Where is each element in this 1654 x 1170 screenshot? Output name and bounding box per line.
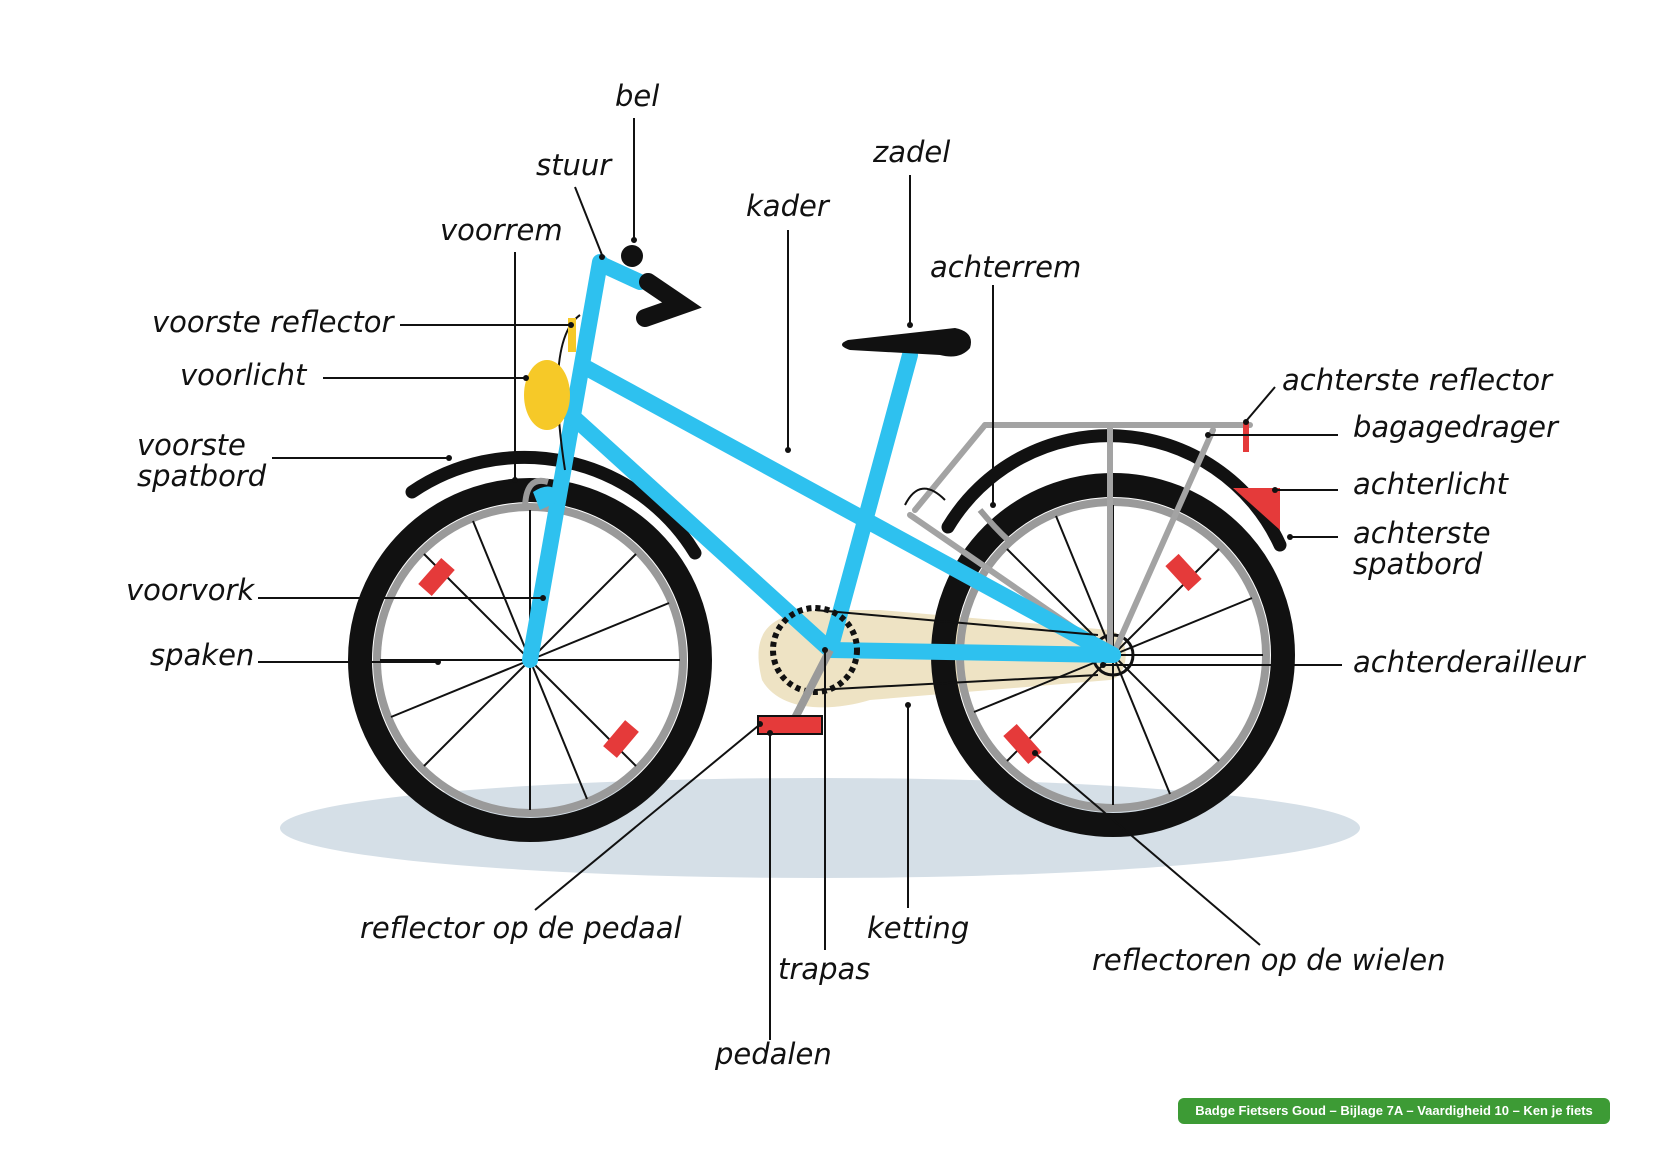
label-voorlicht: voorlicht bbox=[180, 358, 308, 392]
label-stuur: stuur bbox=[536, 148, 613, 182]
leader-lines bbox=[258, 118, 1342, 1040]
label-reflector-op-de-pedaal: reflector op de pedaal bbox=[360, 911, 682, 945]
label-kader: kader bbox=[746, 189, 831, 223]
rear-brake bbox=[977, 508, 1011, 543]
footer-badge: Badge Fietsers Goud – Bijlage 7A – Vaard… bbox=[1178, 1098, 1610, 1124]
label-trapas: trapas bbox=[778, 952, 870, 986]
chainring bbox=[770, 605, 860, 695]
label-reflectoren-op-de-wielen: reflectoren op de wielen bbox=[1092, 943, 1446, 977]
rear-reflector bbox=[1243, 422, 1249, 452]
label-zadel: zadel bbox=[872, 135, 950, 169]
label-achterrem: achterrem bbox=[930, 250, 1081, 284]
label-bel: bel bbox=[615, 79, 659, 113]
label-voorste-reflector: voorste reflector bbox=[152, 305, 396, 339]
rear-brake-cable bbox=[904, 487, 946, 506]
label-achterste-reflector: achterste reflector bbox=[1282, 363, 1554, 397]
label-voorste-spatbord-line1: voorste bbox=[137, 428, 246, 462]
label-achterste-spatbord-line1: achterste bbox=[1353, 516, 1491, 550]
label-achterlicht: achterlicht bbox=[1353, 467, 1510, 501]
label-achterderailleur: achterderailleur bbox=[1353, 645, 1587, 679]
front-light bbox=[524, 360, 570, 430]
handlebar-grip bbox=[636, 273, 702, 327]
frame bbox=[522, 254, 1121, 668]
label-bagagedrager: bagagedrager bbox=[1353, 410, 1560, 444]
fork-crown bbox=[533, 486, 562, 510]
label-spaken: spaken bbox=[150, 638, 254, 672]
front-brake bbox=[522, 477, 549, 511]
label-voorrem: voorrem bbox=[440, 213, 563, 247]
chain-bottom bbox=[814, 674, 1099, 691]
front-reflector bbox=[568, 318, 576, 352]
chain-top bbox=[814, 609, 1099, 636]
rear-light bbox=[1233, 488, 1280, 530]
label-voorvork: voorvork bbox=[126, 573, 255, 607]
label-ketting: ketting bbox=[867, 911, 969, 945]
saddle bbox=[841, 328, 971, 357]
wheel-reflectors bbox=[418, 553, 1202, 764]
bell bbox=[621, 245, 643, 267]
label-achterste-spatbord-line2: spatbord bbox=[1353, 547, 1483, 581]
label-pedalen: pedalen bbox=[714, 1037, 832, 1071]
label-voorste-spatbord-line2: spatbord bbox=[137, 459, 267, 493]
